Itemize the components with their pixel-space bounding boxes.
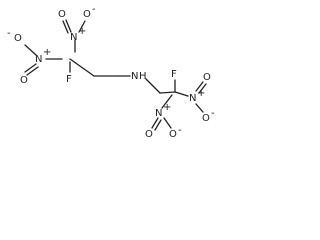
bond-n-right-o-top [195,81,204,92]
atom-nh-n: N [131,71,138,82]
bond-c1-c2 [69,58,95,77]
bond-n-left-o-down [24,63,37,73]
atom-o-bottom-left: O [145,129,153,140]
bond-nh-c4 [145,78,161,94]
bonds [24,19,207,131]
atom-labels: O O - N + O - N + O F N H F N + O O - N … [7,4,215,140]
bond-n-top-o-left-2 [62,20,69,34]
bond-n-top-o-right [78,20,86,33]
atom-f-top: F [66,74,72,85]
bond-c4-c5 [159,91,176,94]
charge-minus-top: - [92,4,96,15]
bond-c5-n-bottom [161,94,173,109]
charge-minus-left: - [7,28,11,39]
bond-n-bottom-o-left-2 [154,119,162,131]
bond-n-bottom-o-left [151,117,159,129]
charge-plus-right: + [197,88,205,99]
atom-f-right: F [171,69,177,80]
charge-minus-bottom: - [178,125,182,136]
atom-o-right-down: O [202,113,210,124]
bond-n-left-o-down-2 [26,66,39,76]
atom-o-left: O [14,33,22,44]
bond-n-right-o-down [195,103,204,113]
atom-nh-h: H [139,71,147,82]
bond-n-top-o-left [65,19,72,33]
atom-o-right-top: O [203,72,211,83]
charge-minus-right: - [211,108,215,119]
atom-o-top-right: O [83,9,91,20]
molecule-structure: O O - N + O - N + O F N H F N + O O - N … [0,0,226,160]
bond-c5-n-right [174,91,189,97]
structure-diagram: O O - N + O - N + O F N H F N + O O - N … [7,4,215,140]
atom-o-left-down: O [20,75,28,86]
atom-n-left: N [35,54,42,65]
atom-o-bottom-right: O [169,129,177,140]
charge-plus-top: + [78,26,86,37]
charge-plus-left: + [43,47,51,58]
bond-n-right-o-top-2 [198,83,207,94]
bond-n-bottom-o-right [163,117,172,129]
charge-plus-bottom: + [163,102,171,113]
atom-o-top-left: O [58,9,66,20]
atom-n-bottom: N [155,108,162,119]
atom-n-top: N [70,32,77,43]
atom-n-right: N [189,93,196,104]
bond-n-left-o-up [24,44,37,56]
